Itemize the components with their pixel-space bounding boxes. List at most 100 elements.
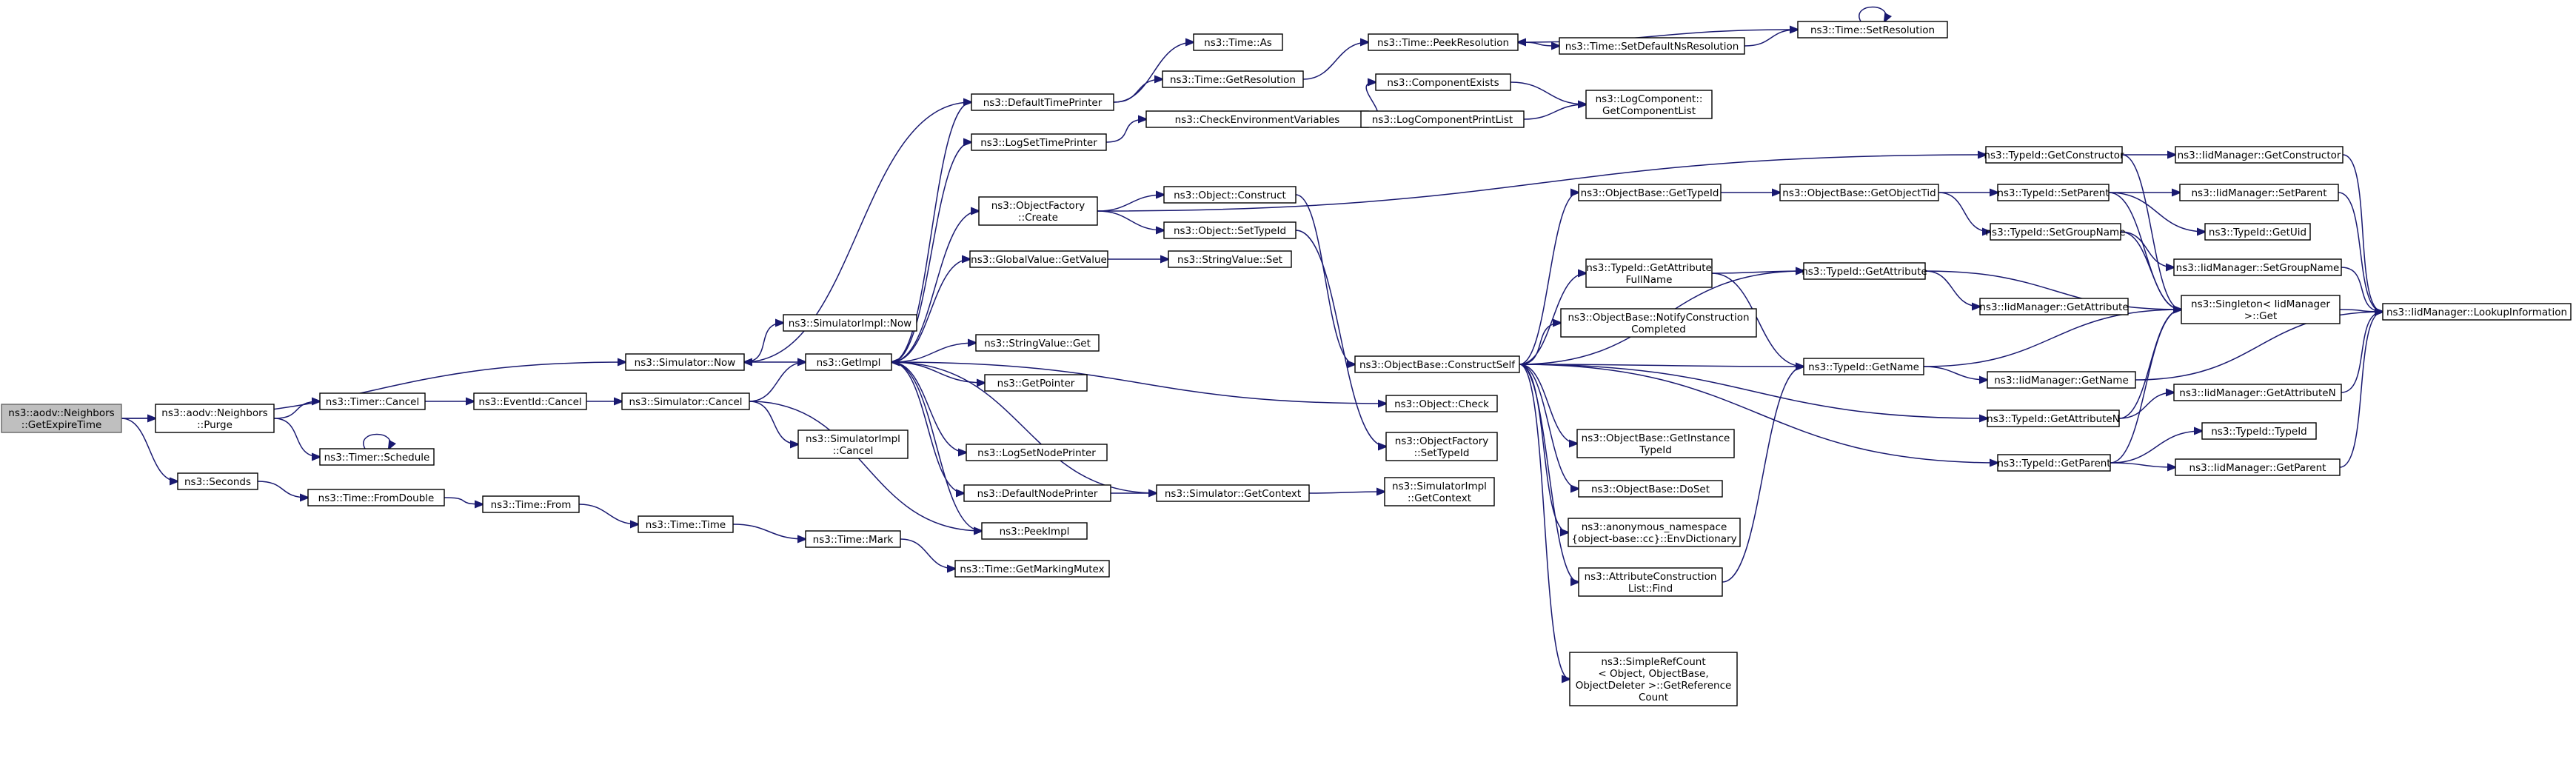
node-simImplGetContext[interactable]: ns3::SimulatorImpl::GetContext	[1384, 477, 1495, 506]
node-label: TypeId	[1639, 444, 1672, 456]
node-ofSetTypeId[interactable]: ns3::ObjectFactory::SetTypeId	[1385, 432, 1498, 461]
node-box	[1578, 184, 1722, 201]
node-label: ns3::ObjectBase::GetTypeId	[1581, 187, 1719, 199]
node-tidSetParent[interactable]: ns3::TypeId::SetParent	[1997, 184, 2110, 201]
node-label: ns3::TypeId::GetAttributeN	[1987, 413, 2120, 425]
node-eventIdCancel[interactable]: ns3::EventId::Cancel	[473, 392, 587, 410]
node-timerCancel[interactable]: ns3::Timer::Cancel	[319, 392, 426, 410]
node-objectSetTypeId[interactable]: ns3::Object::SetTypeId	[1163, 221, 1297, 239]
node-box	[1997, 454, 2111, 472]
node-simpleRefCount[interactable]: ns3::SimpleRefCount< Object, ObjectBase,…	[1569, 652, 1738, 706]
node-box	[2175, 458, 2341, 476]
node-label: ns3::IidManager::GetParent	[2189, 462, 2326, 474]
node-timeFrom[interactable]: ns3::Time::From	[482, 495, 580, 513]
node-label: ns3::ObjectBase::DoSet	[1591, 484, 1710, 495]
node-tidGetConstructor[interactable]: ns3::TypeId::GetConstructor	[1984, 146, 2124, 164]
node-lookupInfo[interactable]: ns3::IidManager::LookupInformation	[2382, 303, 2572, 321]
node-objectFactoryCreate[interactable]: ns3::ObjectFactory::Create	[978, 196, 1098, 226]
node-objectCheck[interactable]: ns3::Object::Check	[1385, 395, 1498, 412]
node-simCancel[interactable]: ns3::Simulator::Cancel	[621, 392, 750, 410]
node-obGetTypeId[interactable]: ns3::ObjectBase::GetTypeId	[1578, 184, 1722, 201]
edge-tidGetParent-to-imGetParent	[2110, 462, 2175, 467]
node-tidSetGroupName[interactable]: ns3::TypeId::SetGroupName	[1985, 223, 2126, 241]
node-getMarkingMutex[interactable]: ns3::Time::GetMarkingMutex	[954, 560, 1110, 578]
node-label: ns3::IidManager::GetConstructor	[2178, 150, 2341, 161]
node-peekImpl[interactable]: ns3::PeekImpl	[981, 522, 1088, 540]
edge-imSetGroupName-to-lookupInfo	[2341, 267, 2383, 312]
node-box	[1, 404, 122, 433]
node-logSetTimePrinter[interactable]: ns3::LogSetTimePrinter	[971, 133, 1107, 151]
node-timeSetResolution[interactable]: ns3::Time::SetResolution	[1797, 21, 1948, 39]
node-tidGetUid[interactable]: ns3::TypeId::GetUid	[2204, 223, 2311, 241]
node-tidTypeId[interactable]: ns3::TypeId::TypeId	[2201, 422, 2317, 440]
node-seconds[interactable]: ns3::Seconds	[177, 472, 258, 490]
node-logSetNodePrinter[interactable]: ns3::LogSetNodePrinter	[966, 444, 1108, 461]
node-timeAs[interactable]: ns3::Time::As	[1193, 33, 1283, 51]
node-constructSelf[interactable]: ns3::ObjectBase::ConstructSelf	[1354, 355, 1520, 373]
node-doSet[interactable]: ns3::ObjectBase::DoSet	[1578, 480, 1723, 498]
node-defaultNodePrinter[interactable]: ns3::DefaultNodePrinter	[963, 484, 1111, 502]
node-getResolution[interactable]: ns3::Time::GetResolution	[1162, 70, 1304, 88]
node-now[interactable]: ns3::Simulator::Now	[625, 353, 745, 371]
node-imGetConstructor[interactable]: ns3::IidManager::GetConstructor	[2175, 146, 2344, 164]
node-defaultTimePrinter[interactable]: ns3::DefaultTimePrinter	[971, 93, 1114, 111]
call-nodes: ns3::aodv::Neighbors::GetExpireTimens3::…	[1, 21, 2572, 706]
node-singletonGet[interactable]: ns3::Singleton< IidManager>::Get	[2181, 295, 2341, 324]
edge-timerSchedule-to-timerSchedule	[363, 433, 390, 449]
node-timeMark[interactable]: ns3::Time::Mark	[805, 530, 901, 548]
node-purge[interactable]: ns3::aodv::Neighbors::Purge	[155, 404, 275, 433]
node-simImplNow[interactable]: ns3::SimulatorImpl::Now	[783, 314, 917, 332]
node-tidGetParent[interactable]: ns3::TypeId::GetParent	[1997, 454, 2111, 472]
edge-constructSelf-to-doSet	[1519, 364, 1579, 489]
node-getObjectTid[interactable]: ns3::ObjectBase::GetObjectTid	[1779, 184, 1939, 201]
node-box	[1803, 358, 1924, 375]
node-box	[1779, 184, 1939, 201]
edge-constructSelf-to-getAttrFullName	[1519, 273, 1586, 365]
node-root[interactable]: ns3::aodv::Neighbors::GetExpireTime	[1, 404, 122, 433]
node-label: ns3::ObjectFactory	[991, 200, 1085, 212]
node-label: ns3::Time::From	[491, 499, 572, 511]
node-tidGetAttributeN[interactable]: ns3::TypeId::GetAttributeN	[1987, 409, 2120, 427]
node-timeTime[interactable]: ns3::Time::Time	[638, 515, 734, 533]
node-getPointer[interactable]: ns3::GetPointer	[984, 374, 1088, 392]
edge-tidSetGroupName-to-singletonGet	[2120, 231, 2181, 310]
node-stringValueGet[interactable]: ns3::StringValue::Get	[975, 334, 1100, 352]
node-label: ns3::SimulatorImpl	[806, 433, 900, 445]
node-label: ns3::ComponentExists	[1387, 77, 1499, 89]
node-timerSchedule[interactable]: ns3::Timer::Schedule	[319, 448, 435, 466]
node-tidGetAttribute[interactable]: ns3::TypeId::GetAttribute	[1801, 262, 1927, 280]
node-label: ns3::SimulatorImpl	[1392, 481, 1487, 492]
node-setDefaultNsRes[interactable]: ns3::Time::SetDefaultNsResolution	[1559, 37, 1745, 55]
node-componentExists[interactable]: ns3::ComponentExists	[1375, 73, 1511, 91]
node-tidGetName[interactable]: ns3::TypeId::GetName	[1803, 358, 1924, 375]
node-imGetAttributeN[interactable]: ns3::IidManager::GetAttributeN	[2173, 384, 2342, 401]
node-simImplCancel[interactable]: ns3::SimulatorImpl::Cancel	[797, 429, 909, 459]
node-objectConstruct[interactable]: ns3::Object::Construct	[1163, 186, 1297, 204]
node-label: ns3::SimulatorImpl::Now	[789, 318, 911, 330]
node-imGetAttribute[interactable]: ns3::IidManager::GetAttribute	[1979, 298, 2129, 315]
node-checkEnv[interactable]: ns3::CheckEnvironmentVariables	[1145, 110, 1369, 128]
node-imSetParent[interactable]: ns3::IidManager::SetParent	[2179, 184, 2339, 201]
edge-timeTime-to-timeMark	[732, 524, 806, 539]
node-box	[1576, 429, 1735, 458]
node-logComponentPrintList[interactable]: ns3::LogComponentPrintList	[1360, 110, 1525, 128]
node-imGetParent[interactable]: ns3::IidManager::GetParent	[2175, 458, 2341, 476]
node-globalValueGetValue[interactable]: ns3::GlobalValue::GetValue	[969, 250, 1108, 268]
node-imGetName[interactable]: ns3::IidManager::GetName	[1987, 371, 2136, 389]
edge-getImpl-to-objectFactoryCreate	[891, 211, 979, 363]
node-getImpl[interactable]: ns3::GetImpl	[805, 353, 892, 371]
node-envDictionary[interactable]: ns3::anonymous_namespace{object-base::cc…	[1568, 518, 1741, 547]
node-box	[307, 489, 445, 506]
node-getComponentList[interactable]: ns3::LogComponent::GetComponentList	[1585, 90, 1713, 119]
node-simGetContext[interactable]: ns3::Simulator::GetContext	[1156, 484, 1310, 502]
node-notifyConstruction[interactable]: ns3::ObjectBase::NotifyConstructionCompl…	[1560, 308, 1757, 338]
node-fromDouble[interactable]: ns3::Time::FromDouble	[307, 489, 445, 506]
node-imSetGroupName[interactable]: ns3::IidManager::SetGroupName	[2173, 258, 2342, 276]
node-box	[482, 495, 580, 513]
node-stringValueSet[interactable]: ns3::StringValue::Set	[1168, 250, 1292, 268]
node-peekResolution[interactable]: ns3::Time::PeekResolution	[1368, 33, 1519, 51]
node-label: ns3::LogSetTimePrinter	[980, 137, 1097, 149]
